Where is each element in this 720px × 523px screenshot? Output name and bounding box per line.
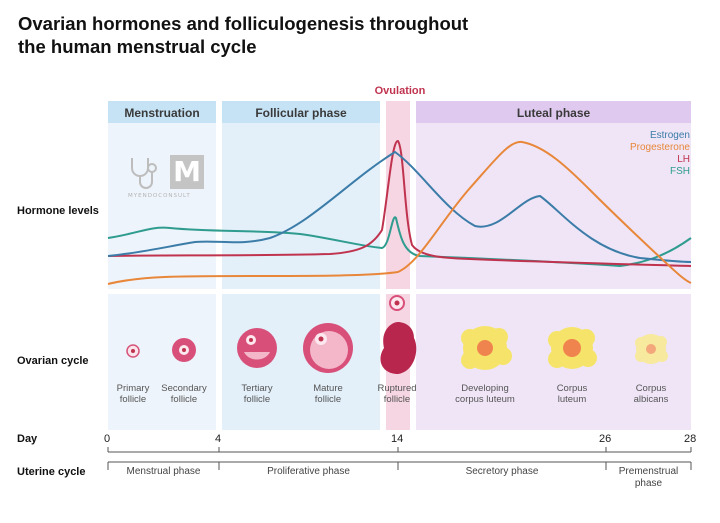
progesterone-curve xyxy=(107,140,692,285)
section-separator xyxy=(108,289,691,294)
developing-corpus-luteum-icon xyxy=(461,326,512,370)
day-4-label: 4 xyxy=(215,433,222,445)
menstrual-phase-label: Menstrual phase xyxy=(126,466,201,477)
day-28-label: 28 xyxy=(684,433,697,445)
menstruation-header: Menstruation xyxy=(124,106,200,120)
corpus-albicans-icon xyxy=(635,334,668,364)
luteal-header-bar xyxy=(416,101,691,123)
legend-lh: LH xyxy=(677,154,690,165)
luteal-header: Luteal phase xyxy=(516,106,591,120)
day-14-label: 14 xyxy=(391,433,404,445)
watermark-logo: M xyxy=(170,155,204,189)
uterine-cycle-label: Uterine cycle xyxy=(17,466,86,478)
hormone-levels-label: Hormone levels xyxy=(17,205,99,217)
estrogen-curve xyxy=(107,150,692,263)
title-line-1: Ovarian hormones and folliculogenesis th… xyxy=(18,13,469,34)
proliferative-phase-label: Proliferative phase xyxy=(267,466,350,477)
legend-fsh: FSH xyxy=(670,166,690,177)
fsh-curve xyxy=(107,216,692,268)
secretory-phase-label: Secretory phase xyxy=(465,466,539,477)
menstruation-panel xyxy=(108,101,216,430)
follicular-header: Follicular phase xyxy=(255,106,347,120)
tertiary-follicle-icon xyxy=(237,328,277,368)
ruptured-follicle-icon xyxy=(380,295,417,374)
lh-curve xyxy=(107,139,692,267)
diagram-title: Ovarian hormones and folliculogenesis th… xyxy=(18,12,468,58)
legend-progesterone: Progesterone xyxy=(629,142,690,153)
mature-follicle-icon xyxy=(303,323,353,373)
day-label: Day xyxy=(17,433,38,445)
legend-estrogen: Estrogen xyxy=(649,130,690,141)
menstruation-header-bar xyxy=(108,101,216,123)
day-26-label: 26 xyxy=(599,433,612,445)
follicular-header-bar xyxy=(222,101,380,123)
title-line-2: the human menstrual cycle xyxy=(18,36,257,57)
premenstrual-phase-label: Premenstrual phase xyxy=(618,466,679,489)
hormone-legend: Estrogen Progesterone LH FSH xyxy=(630,130,690,178)
day-0-label: 0 xyxy=(104,433,111,445)
primary-follicle-icon xyxy=(126,344,140,358)
ovarian-cycle-label: Ovarian cycle xyxy=(17,355,89,367)
stethoscope-icon xyxy=(131,158,157,189)
follicular-panel xyxy=(222,101,380,430)
secondary-follicle-icon xyxy=(172,338,196,362)
watermark-text: MYENDOCONSULT xyxy=(128,193,191,199)
corpus-luteum-icon xyxy=(548,327,597,369)
ovulation-label: Ovulation xyxy=(374,85,426,97)
